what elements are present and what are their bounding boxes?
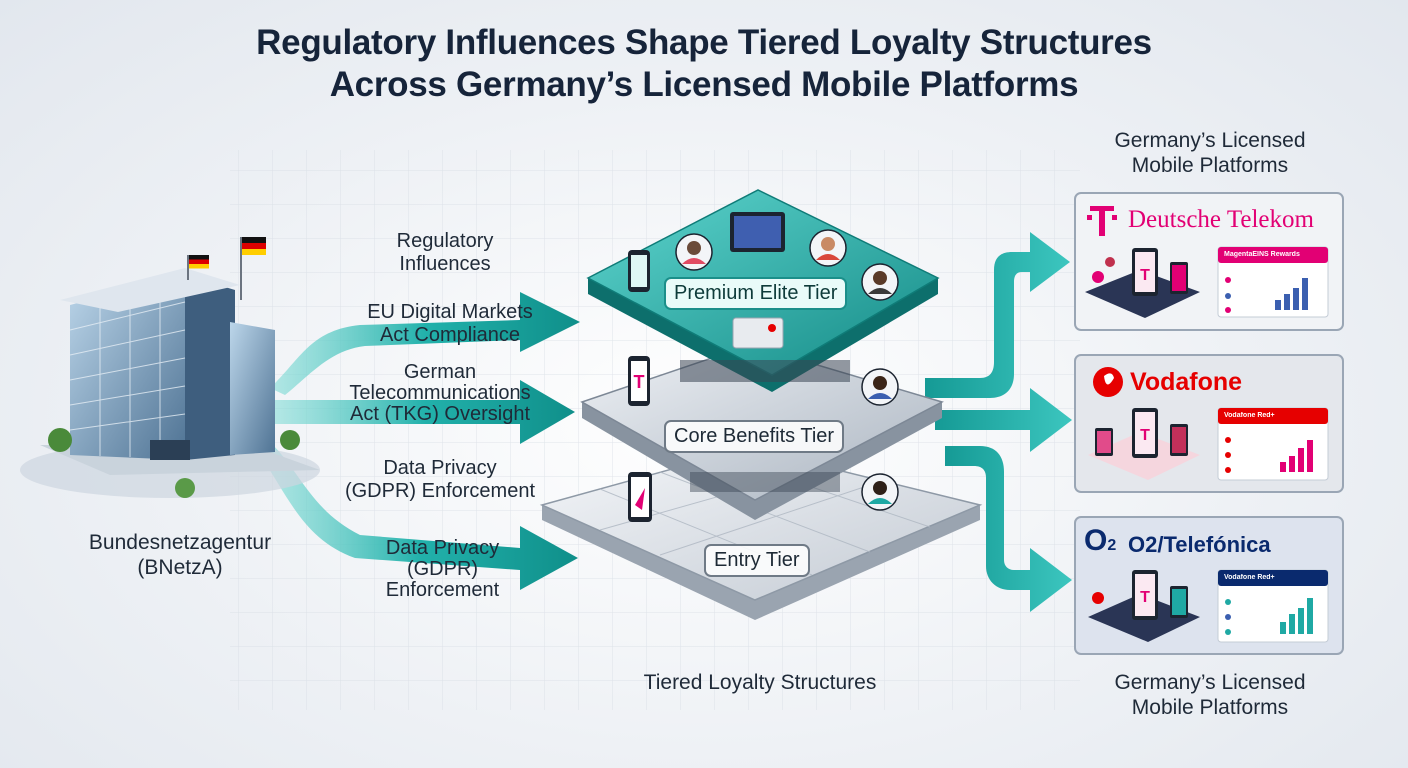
vodafone-bar-chart-icon [1280,440,1313,472]
panel-list-icons [1225,277,1231,635]
tier-icons: T [628,212,899,522]
vodafone-logo-icon [1093,367,1123,397]
telekom-logo-icon [1087,206,1117,236]
svg-text:T: T [1140,427,1150,444]
arrow-to-vodafone [935,388,1072,452]
premium-tier-platform-side [588,278,938,392]
regulator-name: Bundesnetzagentur [88,531,272,554]
o2-logo-icon: O2 [1084,524,1117,557]
telekom-bar-chart-icon [1275,278,1308,310]
core-tier-label: Core Benefits Tier [664,420,845,453]
svg-text:T: T [1140,267,1150,284]
tkg-label: German Telecommunications Act (TKG) Over… [349,361,531,425]
regulator-abbr: (BNetzA) [137,556,223,579]
eu-dma-label: EU Digital Markets Act Compliance [367,301,533,346]
regulator-building [20,237,320,498]
platforms-heading-top: Germany’s Licensed Mobile Platforms [1114,129,1306,177]
arrow-eu-dma [270,292,580,395]
gdpr-label-lower: Data Privacy (GDPR) Enforcement [385,537,500,601]
regulator-label: Bundesnetzagentur (BNetzA) [60,530,300,580]
page-title: Regulatory Influences Shape Tiered Loyal… [0,22,1408,106]
platform-arrows [925,232,1072,612]
gdpr-label-upper: Data Privacy (GDPR) Enforcement [344,457,536,502]
arrow-to-o2 [945,446,1072,612]
svg-text:T: T [1140,589,1150,606]
o2-panel-title: Vodafone Red+ [1224,574,1275,581]
telekom-device-scene: T [1085,248,1200,318]
o2-device-scene: T [1088,570,1200,642]
influences-heading: Regulatory Influences [396,230,494,275]
arrow-to-telekom [925,232,1070,398]
o2-name: O2/Telefónica [1128,532,1271,557]
telekom-name: Deutsche Telekom [1128,206,1314,233]
arrow-gdpr [262,440,578,590]
svg-text:T: T [634,372,645,392]
entry-tier-label: Entry Tier [704,544,810,577]
tier-caption: Tiered Loyalty Structures [643,671,877,694]
o2-bar-chart-icon [1280,598,1313,634]
page-title-line-2: Across Germany’s Licensed Mobile Platfor… [329,65,1079,104]
premium-tier-label: Premium Elite Tier [664,277,848,310]
german-flag-left [189,255,209,260]
vodafone-name: Vodafone [1130,368,1243,396]
vodafone-panel-title: Vodafone Red+ [1224,412,1275,419]
platform-cards: T T T [1074,192,1344,655]
telekom-panel-title: MagentaEINS Rewards [1224,251,1300,258]
influence-arrows [262,292,580,590]
platforms-heading-bottom: Germany’s Licensed Mobile Platforms [1114,671,1306,719]
german-flag-right [242,237,266,243]
page-title-line-1: Regulatory Influences Shape Tiered Loyal… [256,23,1152,62]
arrow-tkg [275,380,575,444]
premium-card-icon [732,317,784,349]
vodafone-device-scene: T [1088,408,1200,480]
